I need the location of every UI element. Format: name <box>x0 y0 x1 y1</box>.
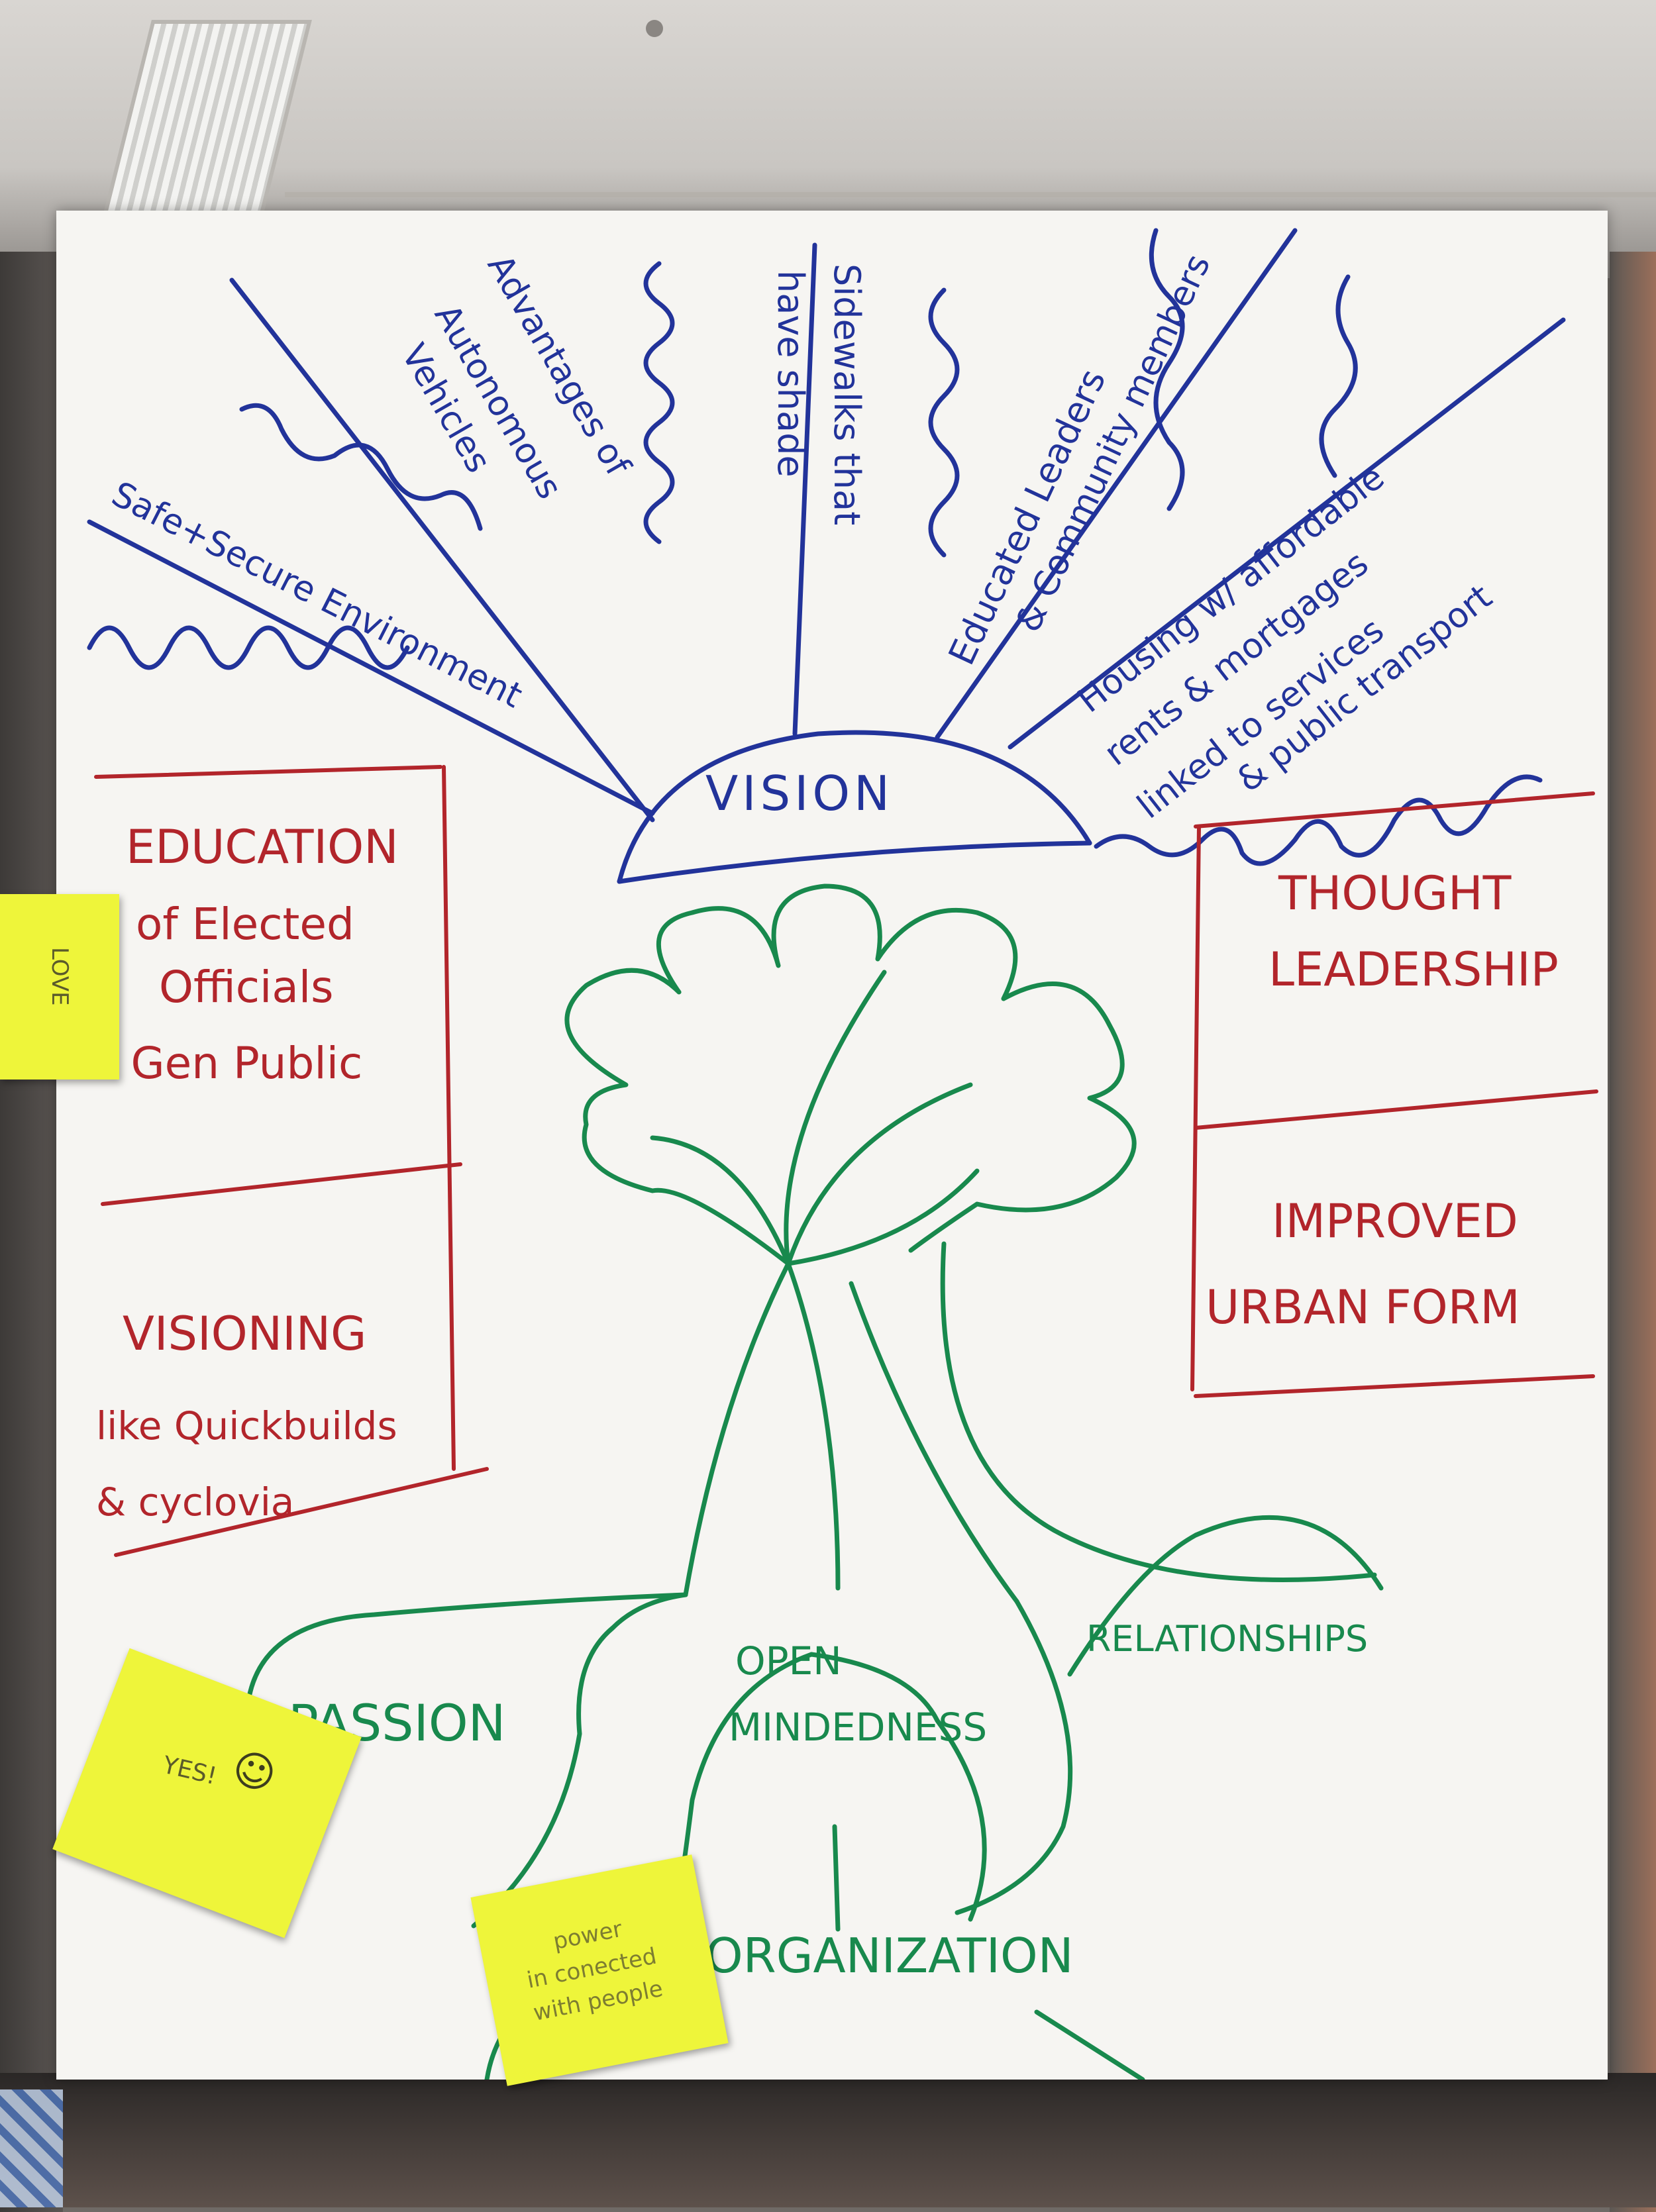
tree-canopy <box>567 886 1134 1264</box>
sticky-love-text: LOVE <box>46 947 73 1006</box>
root-label-mindedness: MINDEDNESS <box>729 1705 987 1750</box>
ceiling-grid <box>285 192 1656 197</box>
trunk-right <box>851 1283 1017 1601</box>
ceiling-sprinkler <box>646 20 663 37</box>
left-box2-line2: like Quickbuilds <box>96 1403 397 1448</box>
branch-4 <box>652 1138 788 1264</box>
root-passion-upper <box>248 1595 686 1701</box>
root-bottom-right <box>1037 2012 1143 2080</box>
right-box2-line2: URBAN FORM <box>1206 1280 1520 1334</box>
left-mid-line <box>103 1164 460 1204</box>
wall-left <box>0 252 63 2212</box>
squiggle-3 <box>646 264 672 542</box>
root-label-organization: ORGANIZATION <box>705 1928 1074 1984</box>
root-relationships-lower <box>957 1601 1070 1913</box>
right-bottom-line <box>1196 1376 1593 1396</box>
right-box1-line1: THOUGHT <box>1278 866 1512 921</box>
branch-1 <box>788 1171 977 1264</box>
left-box1-line1: EDUCATION <box>126 820 399 874</box>
right-box2-line1: IMPROVED <box>1272 1194 1518 1248</box>
ray-label-shade: have shade <box>770 270 811 478</box>
sticky-yes-text: YES! <box>160 1752 219 1790</box>
left-top-line <box>96 767 440 777</box>
sticky-note-love: LOVE <box>0 894 119 1080</box>
left-box2-line3: & cyclovia <box>96 1480 294 1525</box>
left-box1-line3: Officials <box>159 962 334 1013</box>
smiley-face-icon: ☺ <box>225 1741 283 1801</box>
root-label-relationships: RELATIONSHIPS <box>1086 1618 1368 1660</box>
ceiling-light <box>100 20 312 226</box>
sticky-power-line1: power <box>551 1916 625 1955</box>
vision-label: VISION <box>705 766 894 821</box>
squiggle-4 <box>931 290 957 555</box>
vision-base <box>619 843 1090 881</box>
left-box2-line1: VISIONING <box>123 1307 366 1361</box>
floor <box>0 2073 1656 2207</box>
wall-right <box>1610 252 1656 2212</box>
left-divider-vertical <box>444 767 454 1469</box>
left-box1-line2: of Elected <box>136 899 354 950</box>
branch-3 <box>786 972 884 1264</box>
trunk-center <box>788 1264 838 1588</box>
trunk-left <box>686 1264 788 1595</box>
left-box1-line4: & Gen Public <box>83 1038 362 1089</box>
root-label-open: OPEN <box>735 1638 842 1684</box>
right-divider-vertical <box>1192 827 1199 1389</box>
ray-label-safe: Safe+Secure Environment <box>105 474 529 716</box>
ray-line-2 <box>232 280 652 820</box>
ray-label-sidewalks: Sidewalks that <box>826 264 868 525</box>
blue-tape <box>0 2089 63 2207</box>
right-mid-line <box>1196 1091 1596 1128</box>
root-organization <box>835 1827 838 1929</box>
right-box1-line2: LEADERSHIP <box>1268 942 1559 997</box>
squiggle-6 <box>1321 277 1355 476</box>
